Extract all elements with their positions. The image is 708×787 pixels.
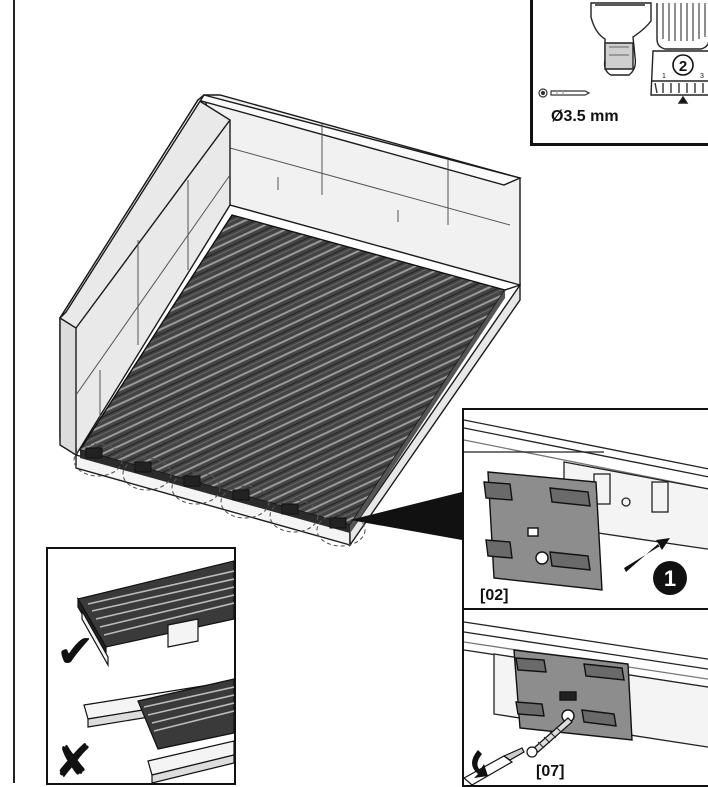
screw-07 — [526, 717, 573, 758]
torque-scale-high: 3 — [700, 73, 704, 80]
clip-installed — [513, 649, 633, 741]
step-badge — [653, 561, 687, 595]
clip-02 — [483, 471, 603, 591]
clips-front — [85, 447, 347, 529]
joist — [563, 461, 708, 550]
bit-size-label: Ø3.5 mm — [551, 108, 619, 125]
part-label-02: [02] — [480, 587, 508, 604]
callout-pointer — [350, 492, 462, 540]
page-border-left — [13, 0, 15, 783]
direction-arrow — [624, 538, 670, 572]
screwdriver-bit-icon — [464, 747, 525, 785]
detail-panel-top: 1 [02] — [462, 408, 708, 612]
drill-bit-icon — [538, 88, 591, 98]
correct-mark: ✔ — [56, 624, 95, 673]
wrong-orientation-illustration: ✘ — [54, 678, 234, 783]
tool-panel: 2 1 3 Ø3.5 mm — [530, 0, 708, 146]
torque-scale-low: 1 — [662, 73, 666, 80]
torque-chuck-icon — [650, 3, 708, 104]
torque-setting: 2 — [679, 58, 687, 75]
comparison-panel-correct: ✔ — [46, 547, 236, 675]
room-wall-back — [196, 94, 523, 286]
drill-icon — [590, 2, 652, 76]
step-number: 1 — [664, 566, 676, 591]
comparison-panel-wrong: ✘ — [46, 671, 236, 785]
clip-attach-illustration: 1 [02] — [464, 419, 708, 604]
room-wall-left — [59, 94, 231, 458]
part-label-07: [07] — [536, 763, 564, 780]
rotate-arrow — [472, 750, 488, 778]
clip-markers — [73, 443, 366, 547]
detail-panel-bottom: [07] — [462, 608, 708, 787]
clip-screw-illustration: [07] — [464, 621, 708, 785]
correct-orientation-illustration: ✔ — [56, 560, 234, 673]
wrong-mark: ✘ — [54, 734, 93, 783]
drill-illustration: 2 1 3 Ø3.5 mm — [538, 2, 708, 125]
